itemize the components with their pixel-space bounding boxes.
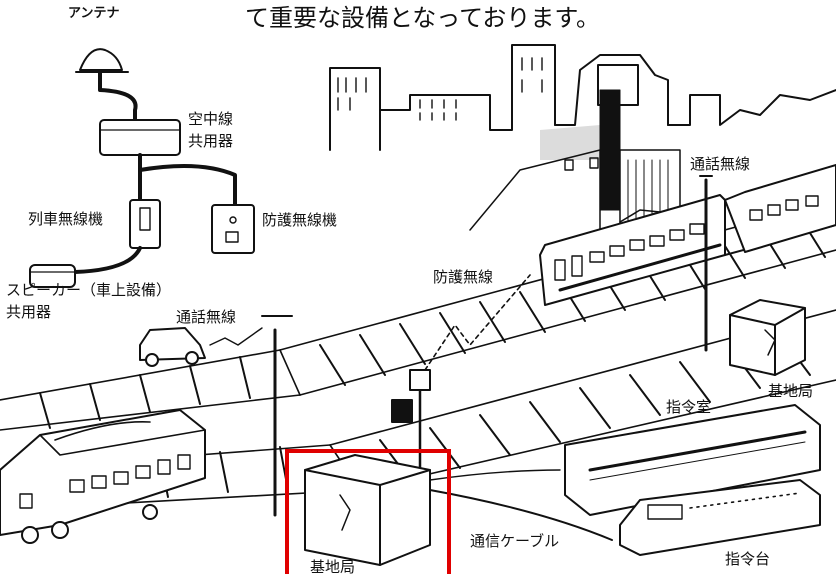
label-base-station-right: 基地局 <box>768 382 814 400</box>
label-talk-radio-left: 通話無線 <box>176 308 237 326</box>
label-comm-cable: 通信ケーブル <box>470 532 560 550</box>
highlight-box <box>285 449 451 574</box>
caption-text: て重要な設備となっております。 <box>245 4 600 32</box>
command-desk-console <box>619 479 821 556</box>
command-room-panel <box>564 404 821 516</box>
train-right <box>539 164 836 306</box>
track-signal <box>391 369 431 477</box>
label-command-desk: 指令台 <box>725 550 771 568</box>
onboard-equipment-diagram <box>29 48 255 288</box>
radio-pole-left <box>261 315 293 517</box>
label-train-radio: 列車無線機 <box>28 210 104 228</box>
label-talk-radio-right: 通話無線 <box>690 155 751 173</box>
base-station-bottom <box>304 454 431 566</box>
city-skyline <box>329 44 836 231</box>
base-station-right <box>729 299 806 376</box>
label-protection-radio: 防護無線 <box>433 268 494 286</box>
label-protection-radio-device: 防護無線機 <box>262 211 338 229</box>
label-antenna: アンテナ <box>68 6 120 21</box>
car <box>139 327 206 367</box>
radio-pole-right <box>699 175 713 352</box>
train-left <box>0 409 206 544</box>
label-base-station-bottom: 基地局 <box>310 558 356 576</box>
label-command-room: 指令室 <box>666 398 712 416</box>
label-speaker-coupler: スピーカー（車上設備） 共用器 <box>6 281 172 321</box>
label-aerial-coupler: 空中線 共用器 <box>188 110 234 150</box>
